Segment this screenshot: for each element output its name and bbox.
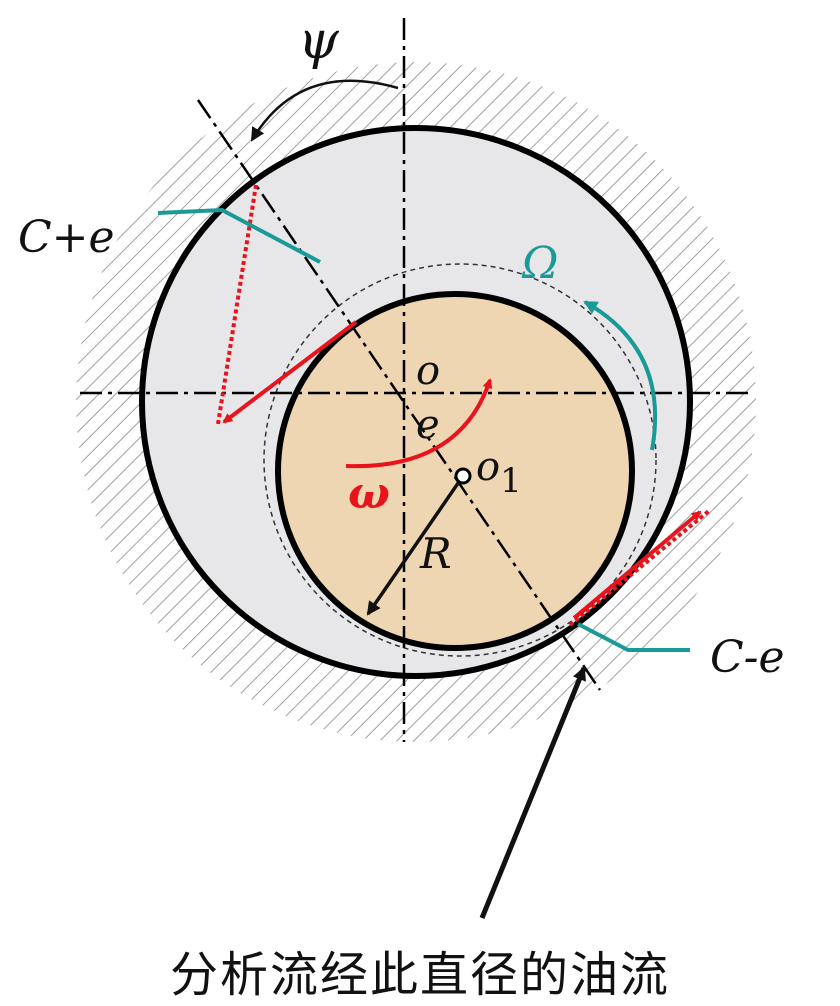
c-minus-e-label: C-e xyxy=(710,632,785,683)
caption-pointer-arrow xyxy=(479,666,587,919)
journal xyxy=(275,291,635,651)
o1-main: o xyxy=(476,444,500,490)
omega-whirl-label: Ω xyxy=(521,238,558,289)
velocity-arrow-upper xyxy=(222,320,358,424)
journal-center-marker xyxy=(454,467,472,485)
dashed-reference-circle xyxy=(263,263,657,657)
center-o-label: o xyxy=(416,348,440,394)
omega-rotation-arrow xyxy=(345,378,493,469)
c-minus-e-leader xyxy=(577,622,690,652)
whirl-rotation-arrow xyxy=(583,300,658,451)
velocity-dotted-lower xyxy=(568,508,712,627)
center-o1-label: o1 xyxy=(476,444,522,501)
c-plus-e-leader xyxy=(157,207,321,264)
psi-label: ψ xyxy=(298,11,340,71)
velocity-dotted-line xyxy=(216,184,258,425)
velocity-arrow-lower xyxy=(572,510,702,620)
radius-label: R xyxy=(419,529,452,578)
omega-spin-label: ω xyxy=(348,468,390,519)
caption: 分析流经此直径的油流 xyxy=(169,947,670,1003)
eccentricity-label: e xyxy=(416,402,440,448)
c-plus-e-label: C+e xyxy=(18,212,115,263)
eccentricity-line xyxy=(196,99,602,691)
psi-angle-arrow xyxy=(250,79,399,142)
radius-arrow xyxy=(366,475,465,616)
o1-subscript: 1 xyxy=(500,461,522,501)
